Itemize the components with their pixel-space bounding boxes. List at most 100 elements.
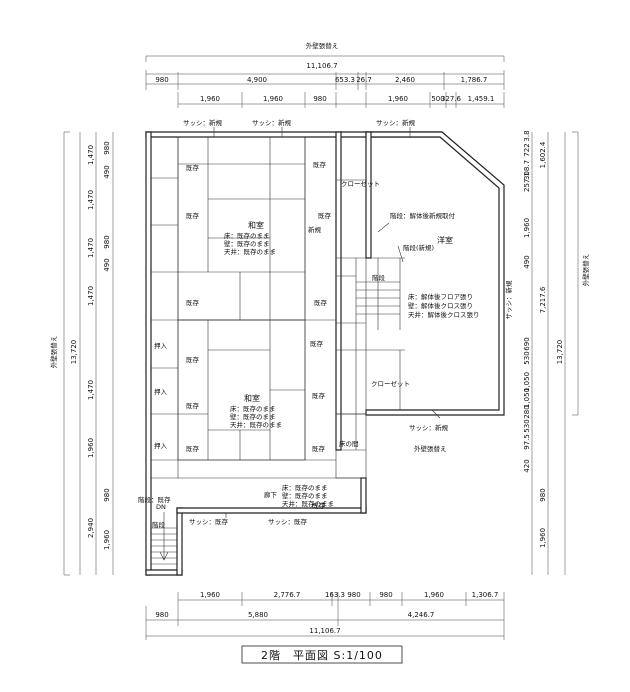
tatami-grid-2 — [177, 319, 306, 461]
demolish-new-stairs: 階段：解体後新規取付 — [390, 211, 456, 220]
dim-left-b4: 1,470 — [87, 286, 95, 306]
top-dimensions: 外壁張替え 11,106.7 980 4,900 653.3 26.7 2,46… — [145, 41, 505, 108]
dim-left-b3: 1,470 — [87, 238, 95, 258]
dim-top-2460: 2,460 — [395, 76, 415, 84]
sash-new-3: サッシ：新規 — [376, 118, 416, 127]
closet-1: 押入 — [154, 341, 168, 350]
existing-7: 既存 — [186, 355, 200, 364]
corridor-ceiling: 天井：既存のまま — [282, 499, 334, 508]
closet-label-1: クローゼット — [341, 179, 380, 188]
dim-left-b1: 1,470 — [87, 145, 95, 165]
existing-9: 既存 — [186, 401, 200, 410]
dim-left-b6: 1,960 — [87, 438, 95, 458]
room-name-washitsu-1: 和室 — [248, 220, 264, 230]
plan-labels: サッシ：新規 サッシ：新規 サッシ：新規 既存 既存 既存 既存 既存 既存 新… — [138, 118, 513, 529]
dim-right-5: 308.7 — [523, 160, 531, 180]
dim-bot-1306: 1,306.7 — [472, 591, 499, 599]
bottom-dimensions: 1,960 2,776.7 163.3 980 980 1,960 1,306.… — [145, 591, 505, 640]
dim-bot-overall: 11,106.7 — [309, 627, 340, 635]
plan-title: 2階 平面図 S:1/100 — [261, 648, 383, 662]
washitsu-2-ceiling: 天井：既存のまま — [230, 420, 282, 429]
dim-top2-500: 500 — [431, 95, 444, 103]
existing-1: 既存 — [186, 163, 200, 172]
dim-bot-980b: 980 — [379, 591, 392, 599]
youshitsu-ceiling: 天井：解体後クロス張り — [408, 310, 480, 319]
outer-wall-renewal-top: 外壁張替え — [306, 41, 339, 50]
dim-top2-1960c: 1,960 — [388, 95, 408, 103]
dim-right-8: 7,217.6 — [539, 286, 547, 313]
dim-bot-163: 163.3 — [325, 591, 345, 599]
dim-right-3: 1,602.4 — [539, 141, 547, 168]
dim-top-980: 980 — [155, 76, 168, 84]
existing-5: 既存 — [186, 298, 200, 307]
dim-left-overall: 13,720 — [70, 340, 78, 365]
corridor-finishes: 床：既存のまま 壁：既存のまま 天井：既存のまま — [282, 483, 334, 508]
stairs-label-low: 階段 — [152, 520, 166, 529]
room-name-washitsu-2: 和室 — [244, 393, 260, 403]
dim-left-b7: 2,940 — [87, 518, 95, 538]
dim-right-12: 1,050 — [523, 388, 531, 408]
room-washitsu-1: 和室 床：既存のまま 壁：既存のまま 天井：既存のまま — [224, 220, 276, 256]
dim-right-1: 3.8 — [523, 130, 531, 141]
leader-lines — [213, 127, 441, 518]
dim-right-14: 530 — [523, 419, 531, 432]
stairs-middle — [356, 258, 400, 330]
dim-top2-1960a: 1,960 — [200, 95, 220, 103]
dim-right-15: 97.5 — [523, 434, 531, 450]
sash-new-4: サッシ：新規 — [409, 423, 449, 432]
dim-right-7: 490 — [523, 255, 531, 268]
existing-11: 既存 — [186, 444, 200, 453]
outer-wall-renewal-right: 外壁張替え — [581, 254, 590, 287]
existing-4: 既存 — [318, 211, 332, 220]
existing-6: 既存 — [314, 298, 328, 307]
existing-13: 既存 — [312, 501, 326, 510]
washitsu-1-ceiling: 天井：既存のまま — [224, 247, 276, 256]
closet-2: 押入 — [154, 387, 168, 396]
sash-new-2: サッシ：新規 — [252, 118, 292, 127]
washitsu-2-wall: 壁：既存のまま — [230, 412, 276, 421]
washitsu-1-wall: 壁：既存のまま — [224, 239, 270, 248]
stairs-lower — [151, 512, 177, 565]
dim-right-13: 280 — [523, 405, 531, 418]
dim-top-26: 26.7 — [356, 76, 372, 84]
dim-top-1786: 1,786.7 — [461, 76, 488, 84]
corridor-label: 廊下 — [264, 490, 278, 499]
dim-right-16: 420 — [523, 459, 531, 472]
dim-left-b5: 1,470 — [87, 380, 95, 400]
dim-top2-327: 327.6 — [441, 95, 462, 103]
stairs-existing: 階段：既存 — [138, 495, 171, 504]
youshitsu-wall: 壁：解体後クロス張り — [408, 301, 473, 310]
closet-3: 押入 — [154, 441, 168, 450]
room-name-youshitsu: 洋室 — [437, 235, 453, 245]
dim-top2-1960b: 1,960 — [263, 95, 283, 103]
dim-overall-top: 11,106.7 — [306, 62, 337, 70]
toko-no-ma: 床の間 — [339, 439, 359, 448]
youshitsu-floor: 床：解体後フロア張り — [408, 292, 473, 301]
existing-2: 既存 — [313, 160, 327, 169]
dim-right-18: 1,960 — [539, 528, 547, 548]
left-dimensions: 外壁張替え 13,720 980 490 1,470 1,470 980 490… — [49, 131, 114, 576]
dim-bot-2776: 2,776.7 — [274, 591, 301, 599]
dim-right-10: 530 — [523, 351, 531, 364]
dim-top-653: 653.3 — [335, 76, 355, 84]
outer-wall-renewal-left: 外壁張替え — [49, 336, 58, 369]
dim-bot-1960b: 1,960 — [424, 591, 444, 599]
existing-12: 既存 — [312, 444, 326, 453]
building-walls — [145, 131, 505, 576]
dim-left-a3: 980 — [103, 235, 111, 248]
dim-left-a6: 1,960 — [103, 530, 111, 550]
dim-top-4900: 4,900 — [247, 76, 267, 84]
dim-bot2-5880: 5,880 — [248, 611, 268, 619]
dim-bot-980a: 980 — [347, 591, 360, 599]
stairs-new: 階段(新規) — [403, 243, 434, 252]
dim-top2-980: 980 — [313, 95, 326, 103]
outer-wall-renewal-inner: 外壁張替え — [414, 444, 447, 453]
dim-right-9: 1,050 — [523, 372, 531, 392]
room-washitsu-2: 和室 床：既存のまま 壁：既存のまま 天井：既存のまま — [230, 393, 282, 429]
dim-bot-1960a: 1,960 — [200, 591, 220, 599]
dim-right-6: 1,960 — [523, 218, 531, 238]
title-box — [241, 645, 403, 664]
corridor-floor: 床：既存のまま — [282, 483, 328, 492]
dim-top2-1459: 1,459.1 — [468, 95, 495, 103]
